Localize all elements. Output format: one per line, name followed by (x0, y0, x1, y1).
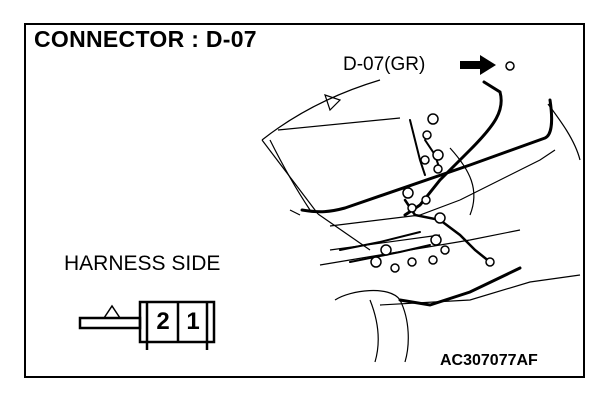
connector-pin-1: 1 (186, 308, 200, 335)
diagram-frame (24, 23, 585, 378)
wiring-harness (300, 80, 554, 307)
connector-title: CONNECTOR : D-07 (34, 26, 257, 52)
connector-pointer-arrow (460, 55, 496, 75)
vehicle-body-outline (261, 79, 581, 363)
connector-face-symbol (78, 300, 216, 350)
harness-connectors (370, 61, 515, 273)
connector-callout-label: D-07(GR) (343, 54, 426, 75)
connector-pin-2: 2 (156, 308, 170, 335)
harness-side-label: HARNESS SIDE (64, 252, 221, 275)
figure-code: AC307077AF (440, 352, 538, 369)
